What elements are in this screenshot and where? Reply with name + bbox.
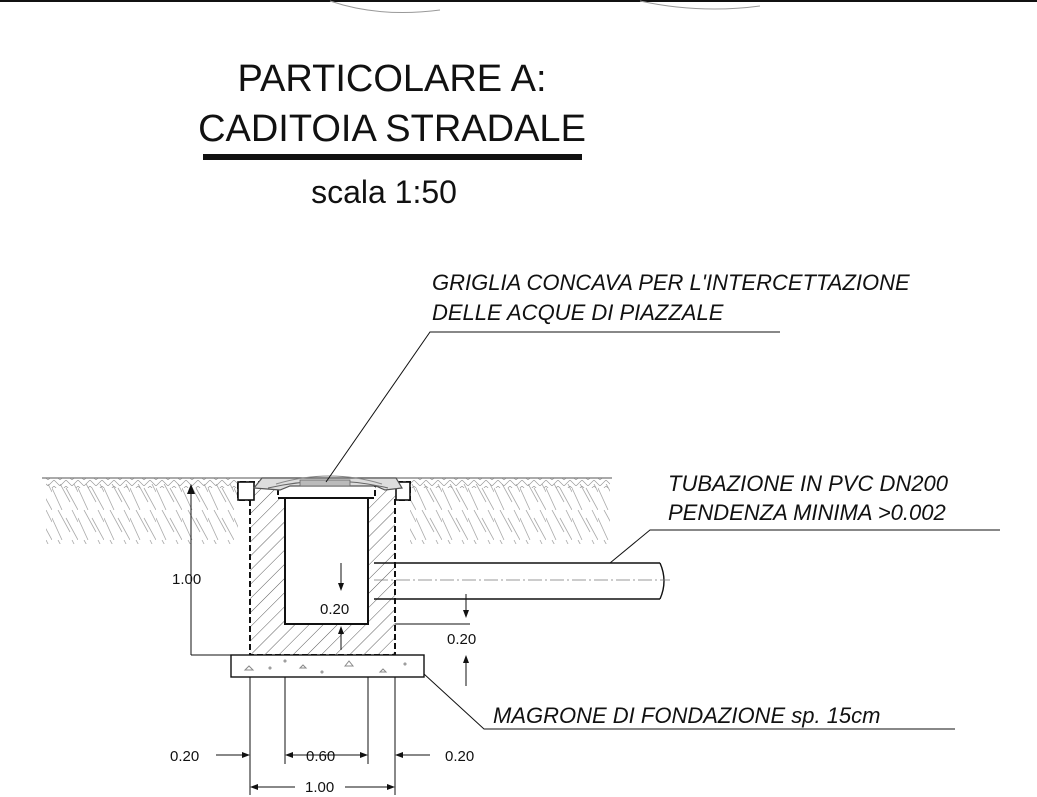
inner-width-label: 0.60 xyxy=(306,748,335,765)
left-wall-label: 0.20 xyxy=(170,748,199,765)
grate-icon xyxy=(252,475,403,491)
title-line-1: PARTICOLARE A: xyxy=(237,58,546,100)
pipe-label-line-2: PENDENZA MINIMA >0.002 xyxy=(668,500,946,525)
bottom-dimensions xyxy=(216,677,430,795)
manhole-chamber xyxy=(237,475,411,656)
foundation-label: MAGRONE DI FONDAZIONE sp. 15cm xyxy=(493,703,881,728)
inner-bottom-label: 0.20 xyxy=(320,601,349,618)
leaders xyxy=(325,331,1000,730)
title-line-2: CADITOIA STRADALE xyxy=(198,108,586,150)
right-wall-label: 0.20 xyxy=(445,748,474,765)
pvc-pipe xyxy=(374,562,670,600)
pipe-label-line-1: TUBAZIONE IN PVC DN200 xyxy=(668,471,949,496)
scale-label: scala 1:50 xyxy=(311,174,457,210)
outer-bottom-label: 0.20 xyxy=(447,631,476,648)
grate-label-line-2: DELLE ACQUE DI PIAZZALE xyxy=(432,300,724,325)
sheet-top-border xyxy=(0,0,1037,14)
height-dimension xyxy=(187,484,231,656)
height-dimension-label: 1.00 xyxy=(172,571,201,588)
outer-bottom-dimension xyxy=(395,594,470,686)
foundation-slab xyxy=(230,654,425,678)
ground xyxy=(42,477,612,544)
total-width-label: 1.00 xyxy=(305,779,334,796)
inner-bottom-dimension xyxy=(338,563,344,650)
grate-label-line-1: GRIGLIA CONCAVA PER L'INTERCETTAZIONE xyxy=(432,270,910,295)
title-block: PARTICOLARE A: CADITOIA STRADALE scala 1… xyxy=(198,58,586,210)
